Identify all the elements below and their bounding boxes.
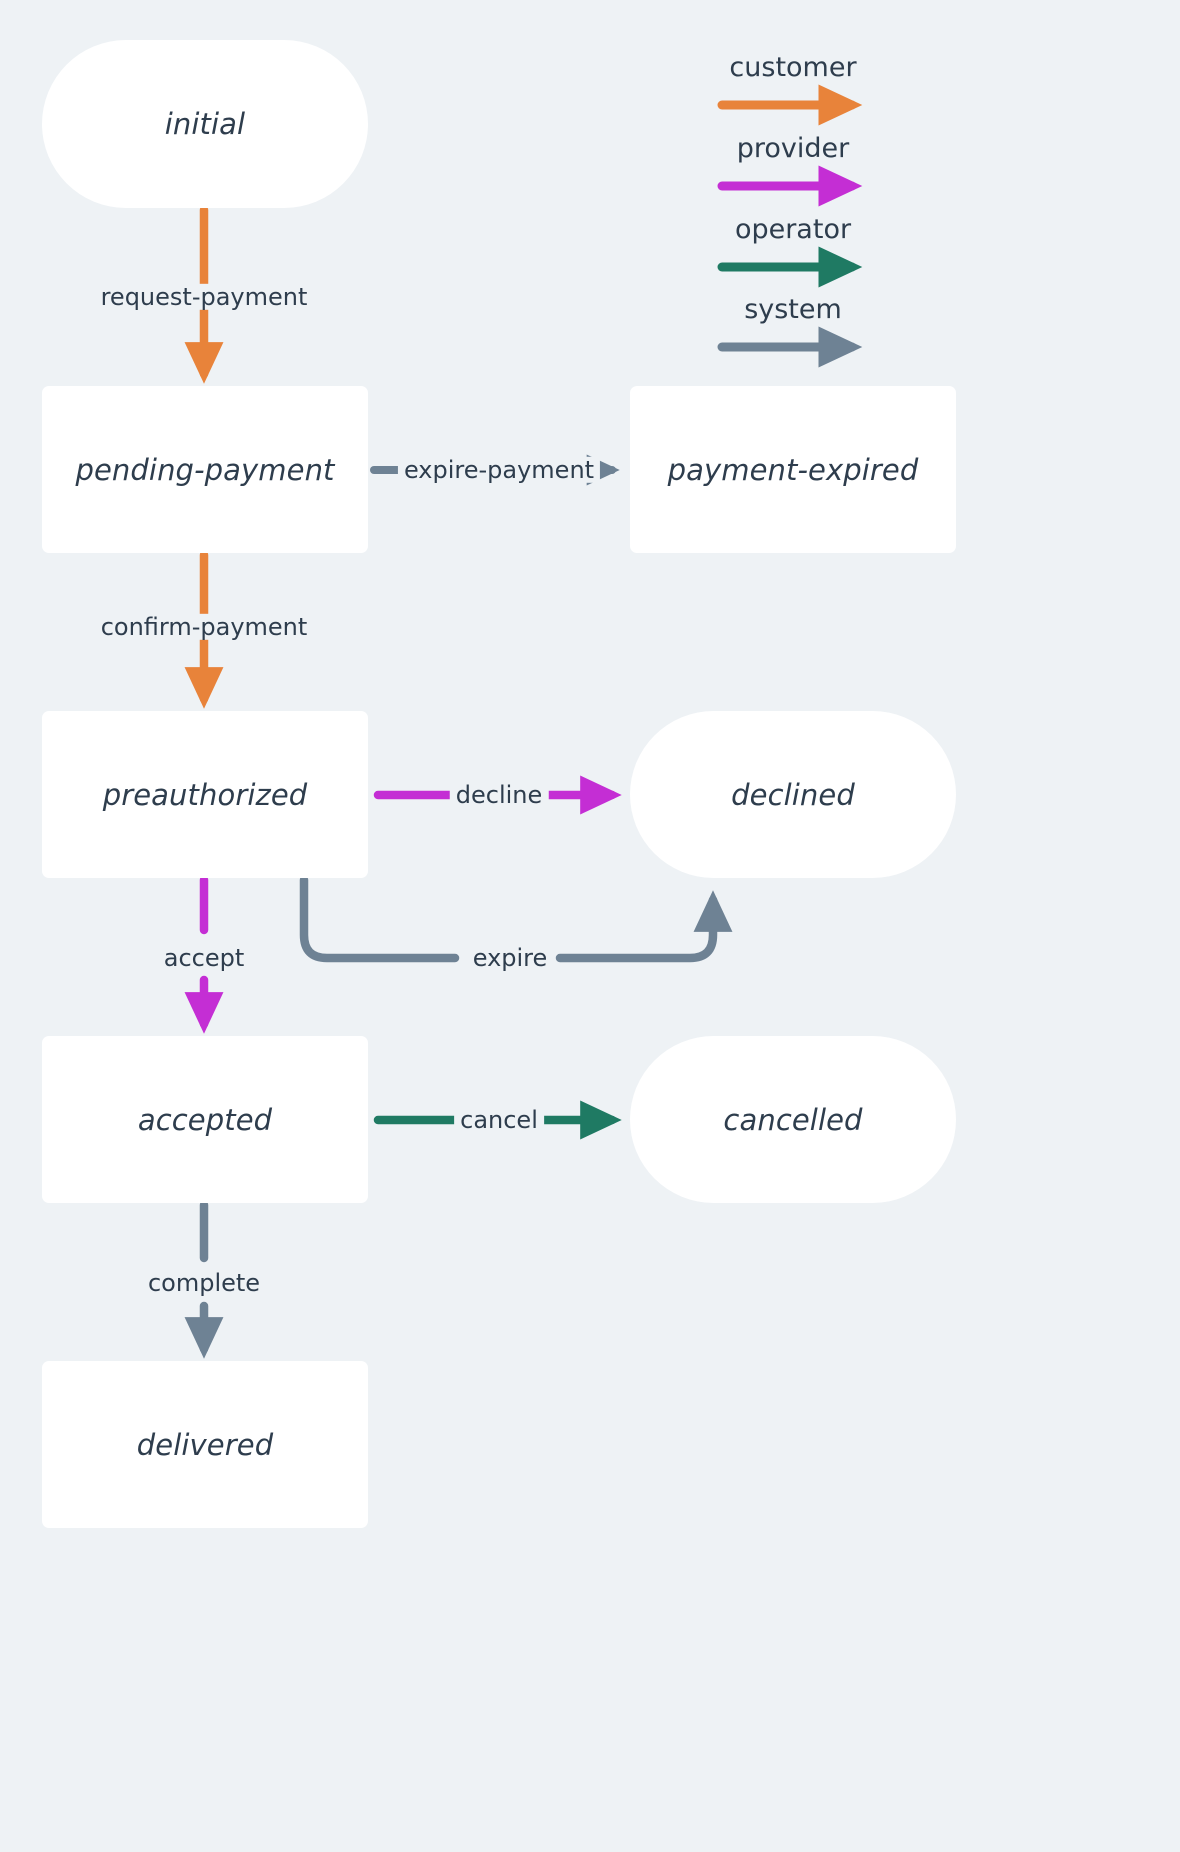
state-node-label: preauthorized [102,777,308,812]
edge-label-complete: complete [141,1269,267,1296]
state-node-declined[interactable]: declined [630,711,956,878]
state-node-preauthorized[interactable]: preauthorized [42,711,368,878]
legend-label-customer: customer [729,52,857,83]
edge-label-expire: expire [466,944,554,971]
state-node-label: payment-expired [667,452,919,487]
state-node-delivered[interactable]: delivered [42,1361,368,1528]
state-node-label: declined [731,777,855,812]
legend-label-operator: operator [734,214,852,245]
edge-expire-segment-left [299,875,460,963]
actor-legend: customer provider operator system [0,0,1180,400]
state-node-label: delivered [136,1427,274,1462]
state-node-label: pending-payment [75,452,335,487]
legend-label-provider: provider [736,133,850,164]
state-node-payment-expired[interactable]: payment-expired [630,386,956,553]
edge-label-accept: accept [157,944,251,971]
state-node-initial[interactable]: initial [42,40,368,208]
edge-label-request-payment: request-payment [94,283,314,310]
state-node-cancelled[interactable]: cancelled [630,1036,956,1203]
state-node-label: cancelled [723,1102,863,1137]
legend-label-system: system [744,294,842,325]
edge-expire-segment-right [555,890,733,963]
state-node-pending-payment[interactable]: pending-payment [42,386,368,553]
edge-label-cancel: cancel [454,1106,544,1133]
state-node-label: initial [164,107,246,141]
edge-label-decline: decline [449,781,549,808]
state-node-accepted[interactable]: accepted [42,1036,368,1203]
edge-label-confirm-payment: confirm-payment [94,613,314,640]
state-node-label: accepted [137,1102,273,1137]
edge-label-expire-payment: expire-payment [397,456,601,483]
